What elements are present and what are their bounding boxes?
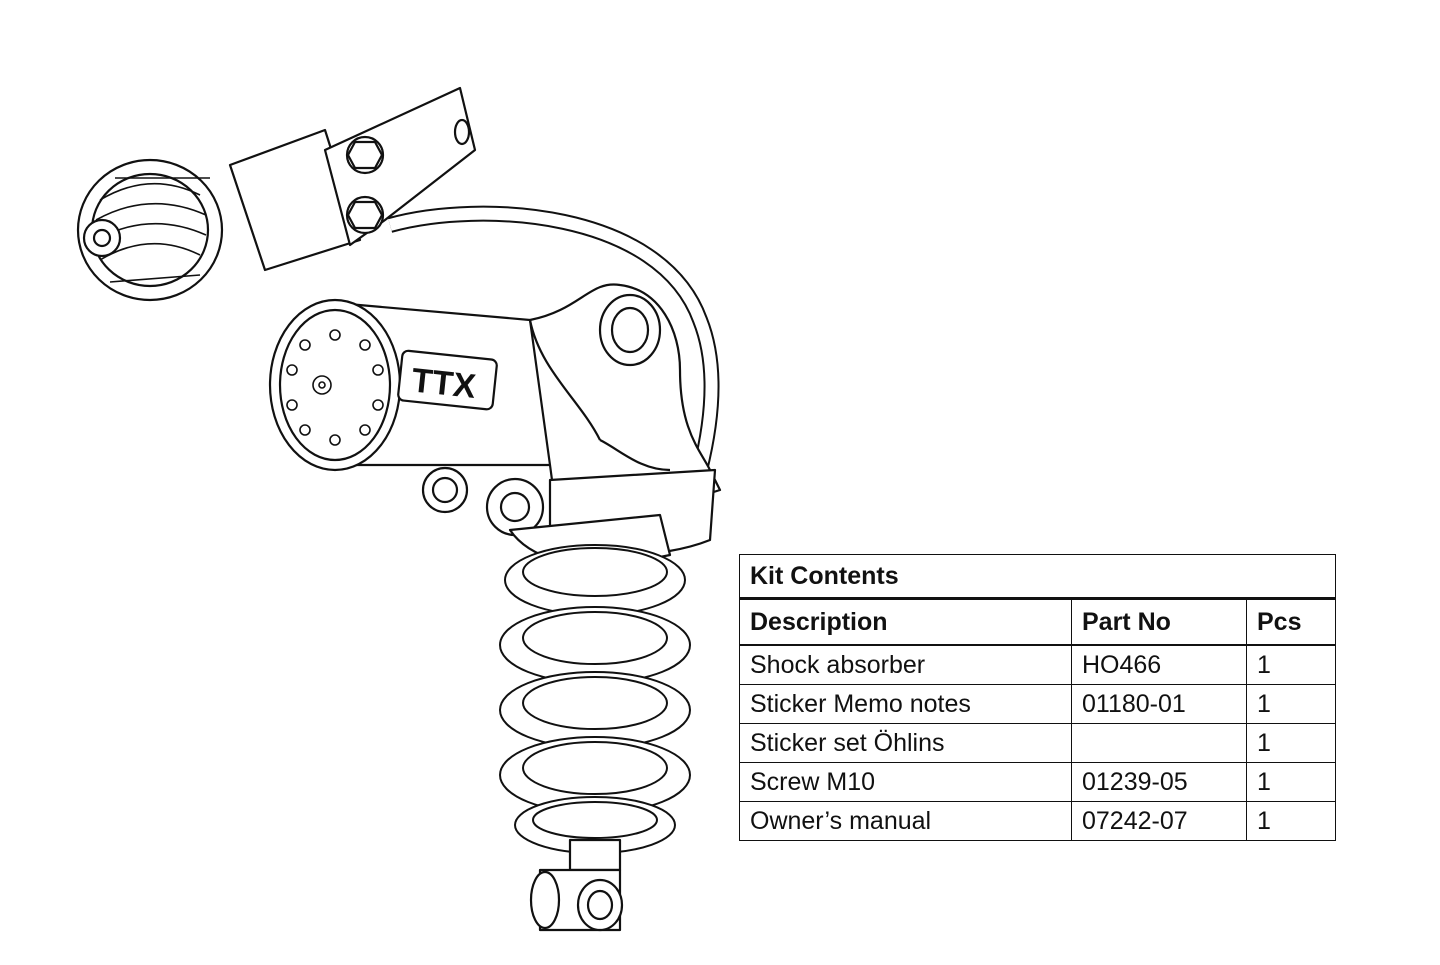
cell-description: Screw M10 xyxy=(739,762,1072,802)
cell-part-no: 01180-01 xyxy=(1071,684,1247,724)
cell-description: Owner’s manual xyxy=(739,801,1072,841)
cell-part-no xyxy=(1071,723,1247,763)
header-pcs: Pcs xyxy=(1246,597,1336,646)
cell-pcs: 1 xyxy=(1246,801,1336,841)
cell-description: Sticker set Öhlins xyxy=(739,723,1072,763)
table-header-row: Description Part No Pcs xyxy=(739,597,1336,646)
kit-contents-table: Kit Contents Description Part No Pcs Sho… xyxy=(739,554,1336,841)
header-part-no: Part No xyxy=(1071,597,1247,646)
cell-pcs: 1 xyxy=(1246,723,1336,763)
cell-part-no: HO466 xyxy=(1071,644,1247,685)
ttx-logo: TTX xyxy=(410,361,478,406)
header-description: Description xyxy=(739,597,1072,646)
cell-pcs: 1 xyxy=(1246,762,1336,802)
cell-description: Sticker Memo notes xyxy=(739,684,1072,724)
cell-pcs: 1 xyxy=(1246,644,1336,685)
table-row: Owner’s manual 07242-07 1 xyxy=(739,801,1336,841)
table-row: Sticker set Öhlins 1 xyxy=(739,723,1336,763)
table-row: Shock absorber HO466 1 xyxy=(739,644,1336,685)
cell-part-no: 07242-07 xyxy=(1071,801,1247,841)
table-row: Screw M10 01239-05 1 xyxy=(739,762,1336,802)
cell-pcs: 1 xyxy=(1246,684,1336,724)
table-title-row: Kit Contents xyxy=(739,554,1336,599)
table-title: Kit Contents xyxy=(739,554,1336,599)
shock-absorber-illustration: TTX xyxy=(76,86,722,932)
cell-part-no: 01239-05 xyxy=(1071,762,1247,802)
table-row: Sticker Memo notes 01180-01 1 xyxy=(739,684,1336,724)
cell-description: Shock absorber xyxy=(739,644,1072,685)
